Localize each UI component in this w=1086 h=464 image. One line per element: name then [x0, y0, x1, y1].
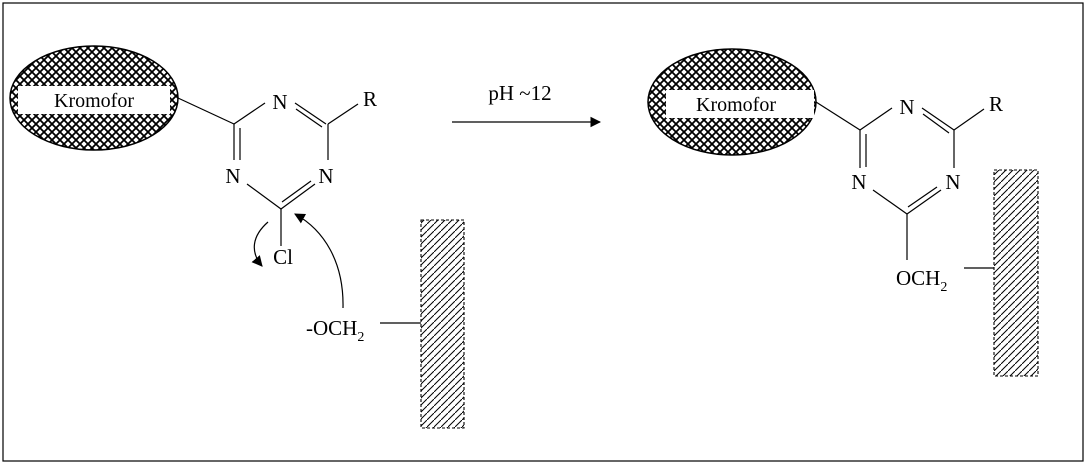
r-bond	[327, 103, 359, 125]
leaving-arrow-icon	[251, 221, 269, 267]
fiber-block	[420, 219, 465, 429]
ring-nitrogen-top: N	[272, 90, 287, 114]
product-ring-nitrogen-top: N	[899, 95, 914, 119]
product-triazine-ring	[859, 107, 955, 215]
product-chromophore-label: Kromofor	[696, 94, 776, 116]
chromophore-label: Kromofor	[54, 90, 134, 112]
product-r-bond	[953, 108, 985, 131]
ring-nitrogen-right: N	[318, 164, 333, 188]
chromophore-label-bg	[18, 86, 170, 114]
leaving-group-cl: Cl	[273, 245, 293, 269]
reaction-condition: pH ~12	[488, 81, 551, 105]
product-ring-nitrogen-left: N	[851, 170, 866, 194]
product-substituent-r: R	[989, 92, 1003, 116]
substituent-r: R	[363, 87, 377, 111]
fiber-group-label: -OCH2	[306, 316, 364, 345]
chromophore-bond	[177, 97, 235, 125]
triazine-ring	[233, 102, 329, 210]
product: Kromofor N N N R OCH2	[647, 48, 1039, 377]
product-chromophore-bond	[815, 101, 861, 131]
attack-arrow-icon	[294, 213, 344, 309]
reaction-arrow: pH ~12	[452, 81, 602, 128]
product-fiber-link-label: OCH2	[896, 266, 947, 295]
reactant: Kromofor N N N R Cl	[9, 45, 465, 429]
product-fiber-block	[993, 169, 1039, 377]
ring-nitrogen-left: N	[225, 164, 240, 188]
product-ring-nitrogen-right: N	[945, 170, 960, 194]
product-chromophore-label-bg	[666, 90, 814, 118]
